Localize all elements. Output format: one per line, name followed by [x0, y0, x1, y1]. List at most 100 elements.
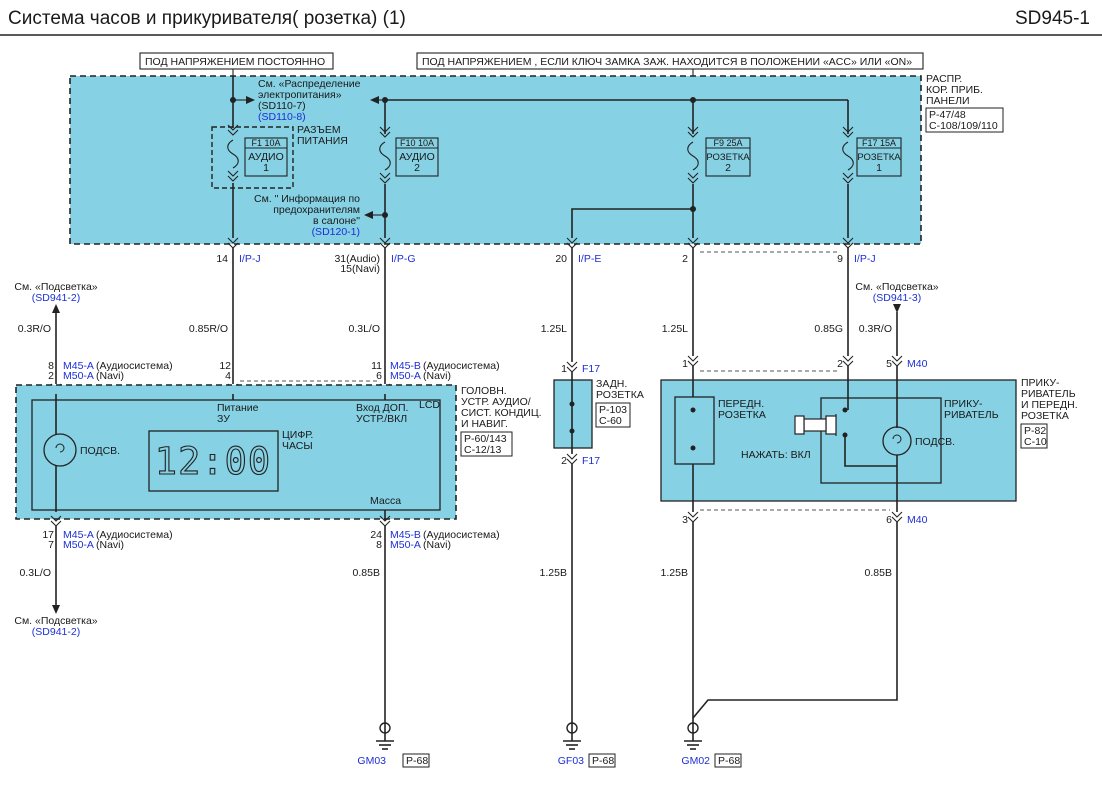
hu-conn-m45a-bot-desc: (Аудиосистема)	[96, 529, 173, 541]
hu-pin-8: 8	[48, 360, 54, 372]
wire-03lo-top: 0.3L/O	[348, 323, 380, 335]
la-name-3: И ПЕРЕДН.	[1021, 399, 1078, 411]
hu-conn-m50a-top2: M50-A	[390, 370, 421, 382]
wire-03ro-left: 0.3R/O	[18, 323, 51, 335]
hu-power-1: Питание	[217, 402, 259, 414]
fuse-box-ref-2: C-108/109/110	[929, 120, 998, 132]
front-socket-label-2: РОЗЕТКА	[718, 409, 766, 421]
fuse-f17-name-1: РОЗЕТКА	[857, 152, 901, 163]
hu-name-1: ГОЛОВН.	[461, 385, 507, 397]
hu-conn-m45b-top: M45-B	[390, 360, 421, 372]
ground-gm03-ref: P-68	[406, 755, 428, 767]
hu-conn-m50a-bot-desc: (Navi)	[96, 539, 124, 551]
wire-125b-rear: 1.25B	[540, 567, 567, 579]
banner-acc: ПОД НАПРЯЖЕНИЕМ , ЕСЛИ КЛЮЧ ЗАМКА ЗАЖ. Н…	[422, 56, 912, 68]
rear-socket-box	[553, 379, 593, 449]
front-socket-box	[674, 396, 715, 465]
hu-pin-11: 11	[371, 360, 382, 372]
fuse-f1-name-1: АУДИО	[248, 151, 284, 163]
ground-gf03-ref-box	[588, 753, 616, 768]
wire-085b-hu: 0.85B	[353, 567, 380, 579]
hu-ref-box	[460, 431, 513, 457]
see-fuse-3: в салоне"	[313, 215, 360, 227]
hu-conn-m50a-top: M50-A	[63, 370, 94, 382]
hu-conn-m45a-top-desc: (Аудиосистема)	[96, 360, 173, 372]
banner-constant: ПОД НАПРЯЖЕНИЕМ ПОСТОЯННО	[145, 56, 325, 68]
see-fuse-2: предохранителям	[273, 204, 360, 216]
fuse-f17	[856, 137, 902, 177]
head-unit-inner	[31, 399, 441, 511]
conn-fb-ipg: I/P-G	[391, 253, 416, 265]
fuse-box-zone	[69, 75, 922, 245]
la-pin-2: 2	[837, 358, 843, 370]
lighter-illum-label: ПОДСВ.	[915, 436, 955, 448]
fuse-f10-rating: F10 10A	[400, 138, 434, 148]
rs-pin-1: 1	[561, 363, 567, 375]
power-connector-box	[211, 126, 294, 189]
hu-conn-m45a-bot: M45-A	[63, 529, 94, 541]
hu-ref-1: P-60/143	[464, 433, 507, 445]
la-ref-1: P-82	[1024, 425, 1046, 437]
lighter-label-1: ПРИКУ-	[944, 398, 983, 410]
ground-gm03: GM03	[357, 755, 386, 767]
fuse-f1-name-2: 1	[263, 162, 269, 174]
see-power-link[interactable]: (SD110-8)	[258, 111, 306, 123]
fuse-f10-name-1: АУДИО	[399, 151, 435, 163]
illum-ref-tr: См. «Подсветка»	[855, 281, 938, 293]
illum-ref-tl-code[interactable]: (SD941-2)	[32, 292, 80, 304]
la-name-1: ПРИКУ-	[1021, 377, 1060, 389]
diagram-title: Система часов и прикуривателя( розетка) …	[8, 8, 406, 29]
diagram-code: SD945-1	[1015, 8, 1090, 29]
hu-conn-m50a-bot2-desc: (Navi)	[423, 539, 451, 551]
hu-pin-8b: 8	[376, 539, 382, 551]
ground-gm02-ref: P-68	[718, 755, 740, 767]
la-conn-top: M40	[907, 358, 928, 370]
head-unit-zone	[15, 384, 457, 520]
hu-conn-m50a-bot: M50-A	[63, 539, 94, 551]
hu-conn-m45a-top: M45-A	[63, 360, 94, 372]
lighter-press-label: НАЖАТЬ: ВКЛ	[741, 449, 811, 461]
lighter-box	[820, 397, 942, 484]
fuse-f9-name-1: РОЗЕТКА	[706, 152, 750, 163]
illum-ref-tr-code[interactable]: (SD941-3)	[873, 292, 921, 304]
rs-name-2: РОЗЕТКА	[596, 389, 644, 401]
hu-pin-4: 4	[225, 370, 231, 382]
front-socket-label-1: ПЕРЕДН.	[718, 398, 764, 410]
hu-pin-6: 6	[376, 370, 382, 382]
hu-aux-2: УСТР./ВКЛ	[356, 413, 407, 425]
wire-125l-rear: 1.25L	[541, 323, 567, 335]
ground-gm02-ref-box	[714, 753, 742, 768]
hu-conn-m50a-top2-desc: (Navi)	[423, 370, 451, 382]
wire-085ro: 0.85R/O	[189, 323, 228, 335]
la-pin-5: 5	[886, 358, 892, 370]
ground-gf03-ref: P-68	[592, 755, 614, 767]
hu-illum-lamp-icon	[43, 433, 77, 467]
rs-conn-top: F17	[582, 363, 600, 375]
rs-ref-2: C-60	[599, 415, 622, 427]
hu-pin-17: 17	[42, 529, 54, 541]
ground-gf03: GF03	[558, 755, 584, 767]
fuse-box-ref-box	[925, 107, 1004, 133]
illum-ref-bl-code[interactable]: (SD941-2)	[32, 626, 80, 638]
wire-03ro-right: 0.3R/O	[859, 323, 892, 335]
lighter-label-2: РИВАТЕЛЬ	[944, 409, 999, 421]
fuse-box-ref-1: P-47/48	[929, 109, 966, 121]
pin-fb-20: 20	[555, 253, 567, 265]
wire-085g: 0.85G	[814, 323, 843, 335]
hu-name-4: И НАВИГ.	[461, 418, 508, 430]
la-ref-2: C-10	[1024, 436, 1047, 448]
pin-fb-31: 31(Audio)	[334, 253, 380, 265]
clock-label-1: ЦИФР.	[282, 429, 313, 441]
fuse-f10	[395, 137, 439, 177]
pin-fb-2: 2	[682, 253, 688, 265]
la-pin-1: 1	[682, 358, 688, 370]
lighter-assembly-zone	[660, 379, 1017, 502]
hu-power-2: ЗУ	[217, 413, 230, 425]
conn-fb-ipj-1: I/P-J	[239, 253, 261, 265]
fuse-f9-name-2: 2	[725, 162, 731, 174]
hu-conn-m50a-bot2: M50-A	[390, 539, 421, 551]
hu-conn-m45b-bot: M45-B	[390, 529, 421, 541]
see-power-1: См. «Распределение	[258, 78, 361, 90]
see-fuse-link[interactable]: (SD120-1)	[312, 226, 360, 238]
